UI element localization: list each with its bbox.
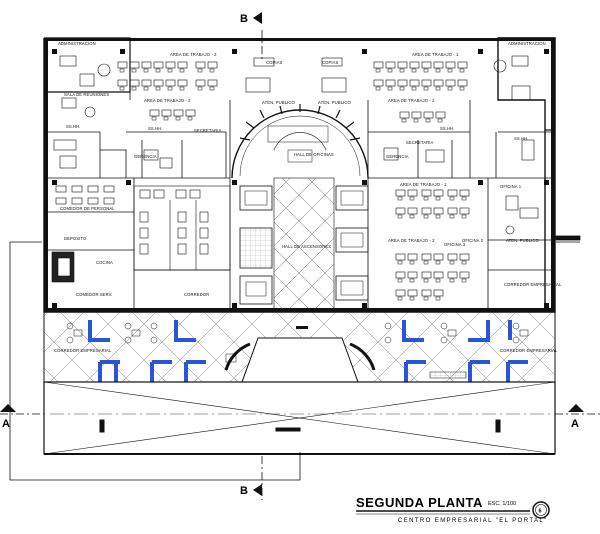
section-marker-a-left: A [0,404,16,430]
sheet-number: 6 [539,509,542,515]
drawing-title: SEGUNDA PLANTA [356,495,483,510]
room-labels: ADMINISTRACION ADMINISTRACION AREA DE TR… [54,41,562,353]
workstations-top-right [373,61,468,123]
room-label: OFICINA 1 [500,184,522,189]
room-label: GERENCIA [386,154,409,159]
room-label: COPIAS [322,60,339,65]
room-label: HALL DE ASCENSORES [282,244,331,249]
office-furniture [53,55,539,235]
room-label: ATEN. PUBLICO [262,100,296,105]
title-block: SEGUNDA PLANTA ESC. 1/100 CENTRO EMPRESA… [356,495,550,524]
room-label: CORREDOR [184,292,209,297]
room-label: SS.HH. [148,126,163,131]
room-label: AREA DE TRABAJO - 2 [388,238,435,243]
room-label: SS.HH. [66,124,81,129]
room-label: SECRETARIA [406,140,434,145]
room-label: CORREDOR EMPRESARIAL [504,282,562,287]
room-label: ADMINISTRACION [58,41,96,46]
room-label: COCINA [96,260,113,265]
terrace-band [43,311,556,383]
section-marker-b-top: B [240,12,262,25]
room-label: DEPOSITO [64,236,87,241]
room-label: ATEN. PUBLICO [506,238,540,243]
room-label: SALA DE REUNIONES [64,92,109,97]
terrace-planters [88,320,528,382]
room-label: GERENCIA [134,154,157,159]
terrace-furniture [66,322,529,363]
room-label: HALL DE OFICINAS [294,152,334,157]
room-label: COPIAS [266,60,283,65]
room-label: AREA DE TRABAJO - 2 [170,52,217,57]
room-label: ADMINISTRACION [508,41,546,46]
section-marker-b-bottom: B [240,484,262,497]
room-label: COMEDOR DE PERSONAL [60,206,115,211]
room-label: SS.HH. [440,126,455,131]
room-label: CORREDOR EMPRESARIAL [54,348,112,353]
room-label: AREA DE TRABAJO - 2 [144,98,191,103]
room-label: AREA DE TRABAJO - 1 [400,182,447,187]
restroom-block [133,185,231,271]
structural-columns [52,49,549,308]
room-label: SS.HH. [514,136,529,141]
section-label-a-right: A [571,418,579,430]
elevator-core [239,185,369,305]
room-label: CORREDOR EMPRESARIAL [500,348,558,353]
section-label-a-left: A [2,418,10,430]
central-hall-hatch [273,177,335,311]
drawing-scale: ESC. 1/100 [488,501,516,507]
room-label: OFICINA 3 [444,242,466,247]
section-label-b-bottom: B [240,485,248,497]
room-label: ATEN. PUBLICO [318,100,352,105]
drawing-subtitle: CENTRO EMPRESARIAL "EL PORTAL" [398,518,548,524]
room-label: OFICINA 2 [462,238,484,243]
roof-slab [43,381,556,455]
section-marker-a-right: A [568,404,584,430]
room-label: AREA DE TRABAJO - 1 [412,52,459,57]
room-label: SECRETARIA [194,128,222,133]
section-label-b-top: B [240,13,248,25]
workstations-top-left [117,61,218,121]
meeting-rotunda [231,104,369,179]
room-label: COMEDOR SERV. [76,292,112,297]
room-label: AREA DE TRABAJO - 2 [388,98,435,103]
dining-tables [51,185,115,283]
